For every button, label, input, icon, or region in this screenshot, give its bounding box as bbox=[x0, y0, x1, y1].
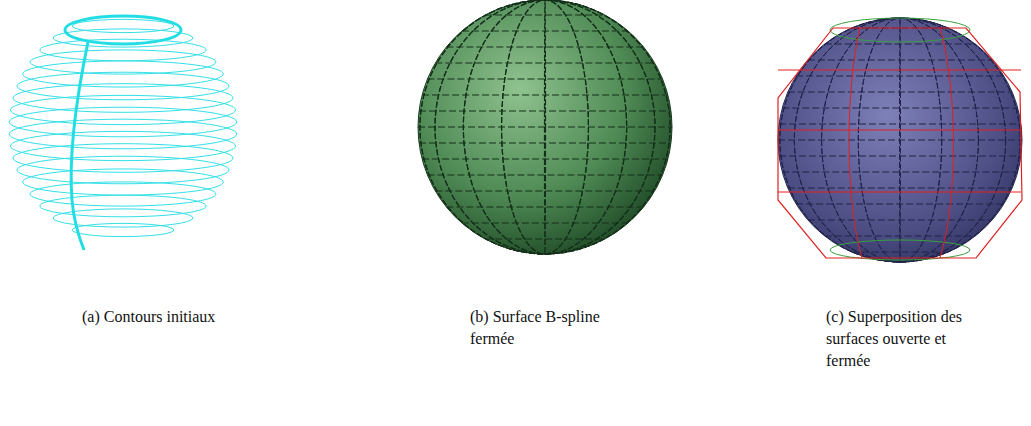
superposition-figure bbox=[778, 18, 1022, 262]
sphere-stroke bbox=[17, 156, 229, 184]
sphere-stroke bbox=[13, 84, 233, 113]
sphere-stroke bbox=[796, 76, 1004, 77]
figure-caption: (b) Surface B-spline fermée bbox=[470, 306, 622, 350]
sphere-stroke bbox=[435, 190, 654, 191]
control-polygon bbox=[940, 28, 954, 258]
closed-surface-figure bbox=[418, 0, 672, 254]
sphere-stroke bbox=[808, 220, 992, 221]
sphere-stroke bbox=[788, 188, 1012, 189]
control-polygon bbox=[849, 28, 862, 258]
sphere-stroke bbox=[446, 46, 643, 47]
sphere-stroke bbox=[427, 174, 662, 175]
sphere-stroke bbox=[808, 60, 992, 61]
sphere-stroke bbox=[23, 61, 224, 87]
sphere-stroke bbox=[462, 222, 628, 223]
sphere-stroke bbox=[72, 223, 174, 236]
sphere-stroke bbox=[779, 124, 1021, 125]
sphere-stroke bbox=[830, 240, 970, 260]
sphere-stroke bbox=[9, 107, 237, 137]
sphere-stroke bbox=[830, 18, 970, 42]
control-polygon bbox=[778, 130, 1021, 131]
sphere-stroke bbox=[782, 108, 1017, 109]
sphere-stroke bbox=[779, 156, 1021, 157]
sphere-stroke bbox=[485, 238, 605, 239]
control-polygon bbox=[778, 28, 1022, 258]
sphere-stroke bbox=[427, 78, 662, 79]
contour-figure bbox=[9, 16, 237, 250]
sphere-stroke bbox=[446, 206, 643, 207]
sphere-stroke bbox=[40, 195, 206, 217]
sphere-stroke bbox=[422, 94, 668, 95]
sphere-stroke bbox=[65, 16, 181, 44]
sphere-stroke bbox=[418, 126, 672, 127]
sphere-stroke bbox=[30, 182, 216, 206]
sphere-stroke bbox=[852, 252, 949, 253]
sphere-stroke bbox=[825, 236, 976, 237]
sphere-stroke bbox=[71, 42, 88, 250]
sphere-stroke bbox=[778, 18, 1022, 262]
sphere-stroke bbox=[825, 44, 976, 45]
sphere-stroke bbox=[419, 110, 671, 111]
sphere-stroke bbox=[782, 172, 1017, 173]
sphere-stroke bbox=[435, 62, 654, 63]
sphere-stroke bbox=[13, 144, 233, 173]
sphere-stroke bbox=[485, 14, 605, 15]
sphere-stroke bbox=[418, 0, 672, 254]
control-polygon bbox=[778, 192, 1021, 193]
sphere-stroke bbox=[422, 158, 668, 159]
sphere-stroke bbox=[796, 204, 1004, 205]
sphere-stroke bbox=[10, 95, 235, 124]
sphere-stroke bbox=[778, 140, 1022, 141]
sphere-stroke bbox=[9, 119, 237, 149]
figure-caption: (a) Contours initiaux bbox=[82, 306, 262, 328]
sphere-stroke bbox=[30, 50, 216, 74]
sphere-stroke bbox=[462, 30, 628, 31]
figure-caption: (c) Superposition des surfaces ouverte e… bbox=[826, 306, 976, 372]
sphere-stroke bbox=[788, 92, 1012, 93]
control-polygon bbox=[778, 70, 1021, 71]
sphere-stroke bbox=[419, 142, 671, 143]
